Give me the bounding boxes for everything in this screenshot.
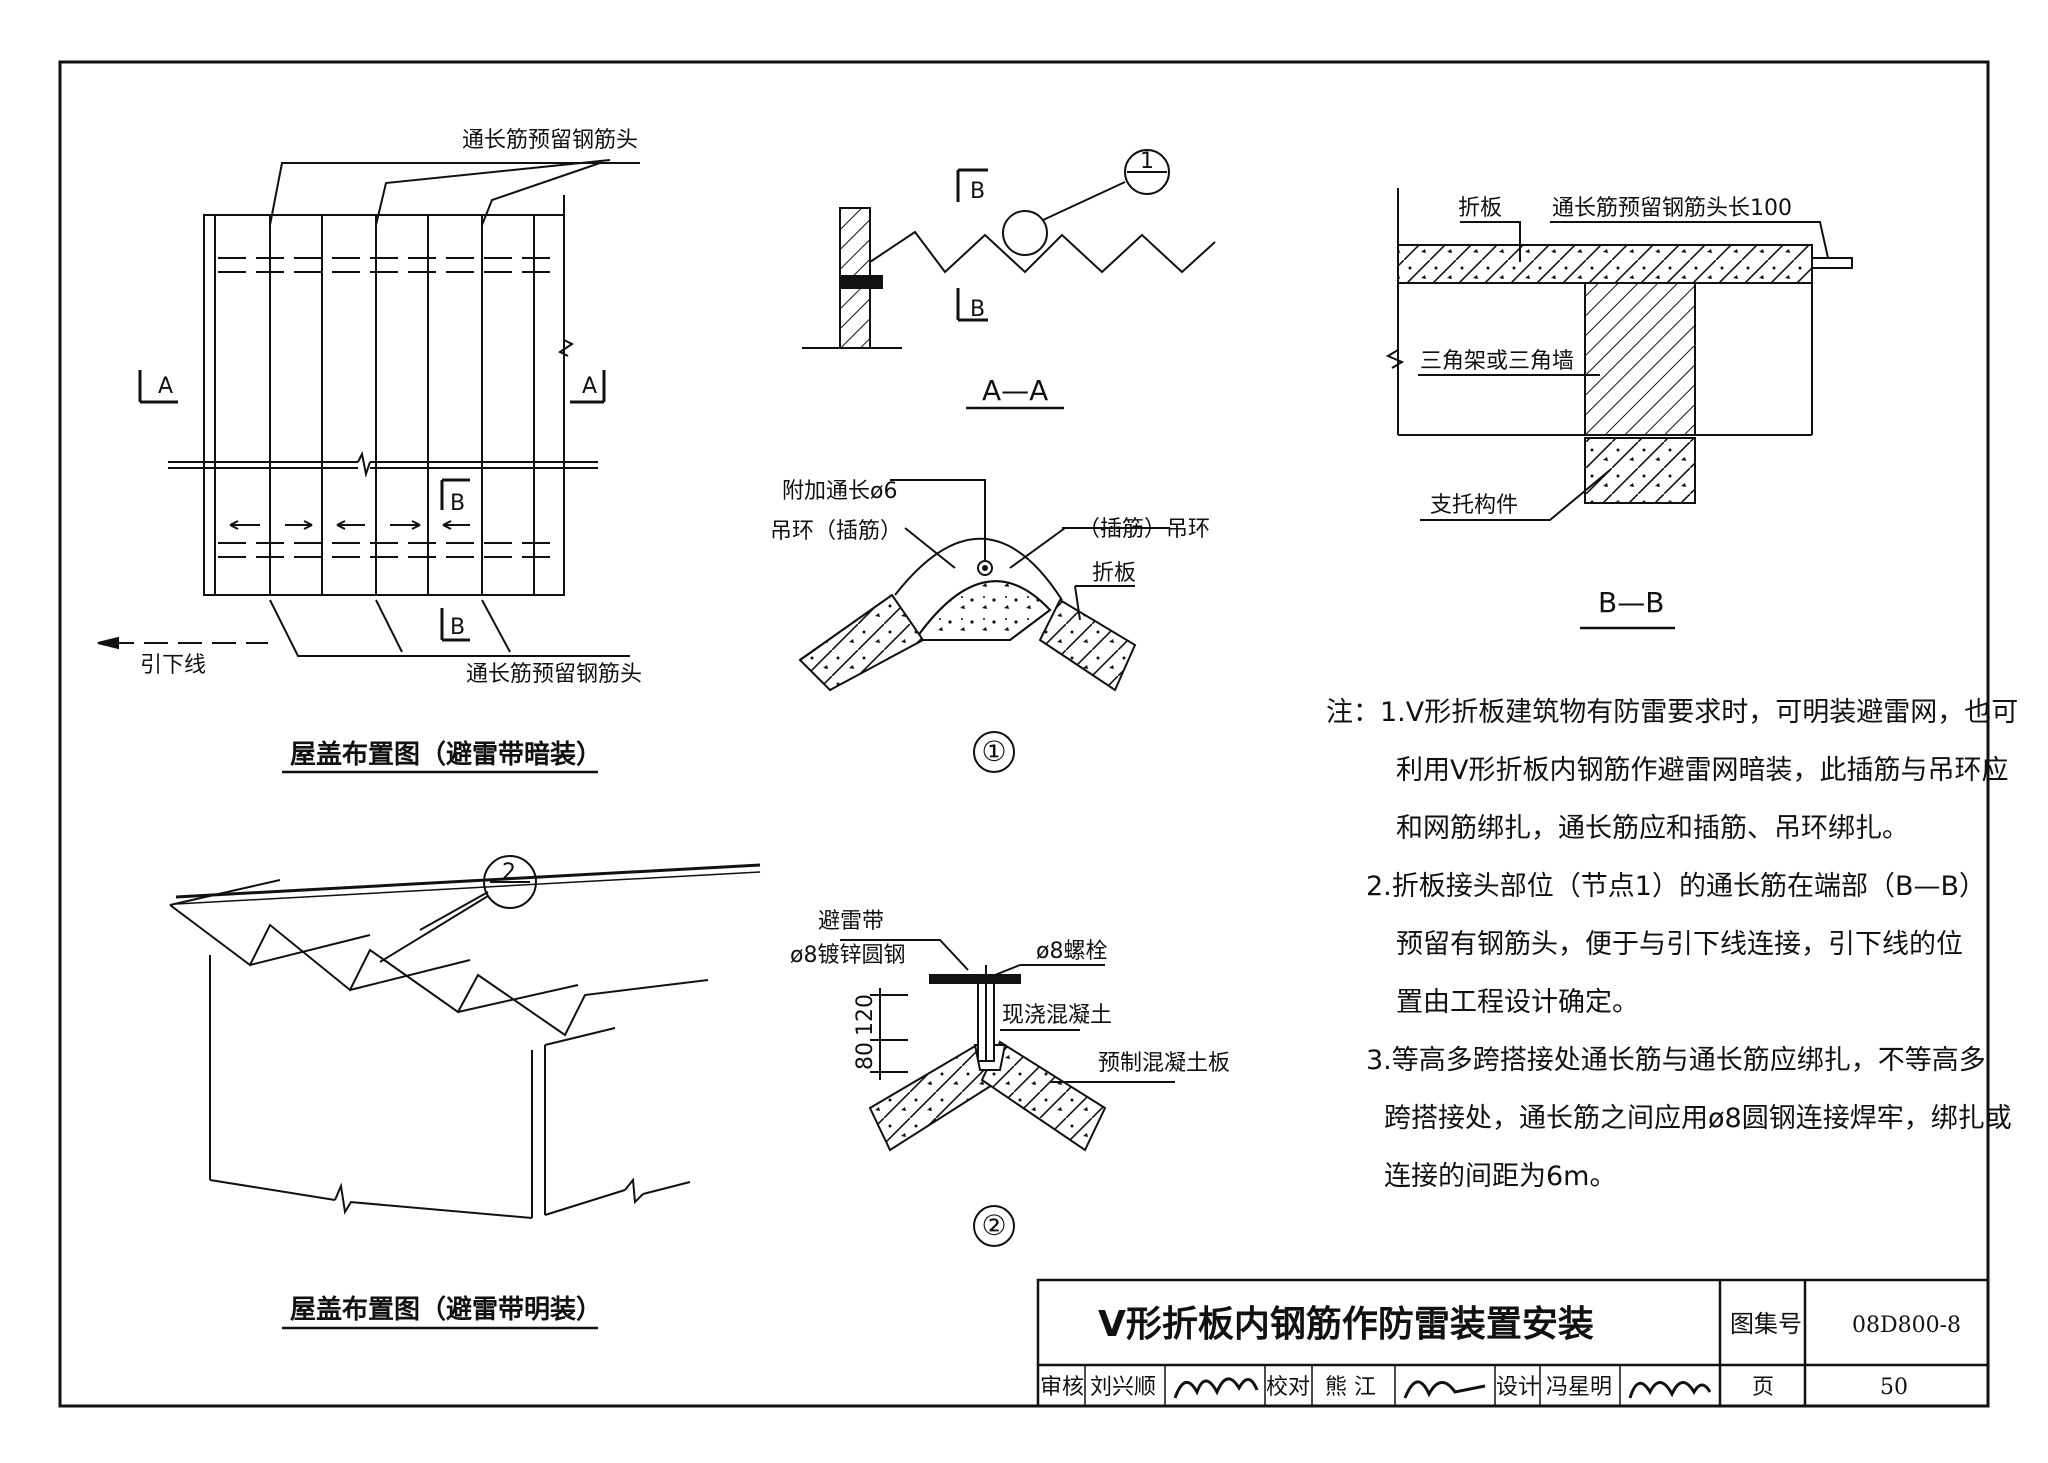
d2-cast-concrete: 现浇混凝土	[1002, 1003, 1112, 1028]
d1-additional-bar: 附加通长ø6	[782, 479, 897, 504]
down-lead-label: 引下线	[140, 653, 206, 678]
bb-caption: B—B	[1598, 586, 1664, 619]
section-aa	[802, 149, 1216, 410]
detail-2-caption: ②	[981, 1209, 1007, 1242]
plan-open-caption: 屋盖布置图（避雷带明装）	[290, 1294, 602, 1325]
detail-2	[840, 939, 1175, 1247]
note-3-line-1: 3.等高多跨搭接处通长筋与通长筋应绑扎，不等高多	[1366, 1045, 1986, 1076]
section-b-top: B	[450, 491, 465, 516]
section-bb	[1385, 188, 1853, 630]
note-2-line-2: 预留有钢筋头，便于与引下线连接，引下线的位	[1396, 929, 1963, 960]
note-1-line-1: 注：1.V形折板建筑物有防雷要求时，可明装避雷网，也可	[1326, 697, 2019, 728]
design-label: 设计	[1496, 1375, 1540, 1400]
note-2-line-3: 置由工程设计确定。	[1396, 987, 1639, 1018]
plan-top-label: 通长筋预留钢筋头	[462, 128, 638, 153]
checker-signature	[1403, 1380, 1486, 1399]
atlas-label: 图集号	[1730, 1310, 1802, 1338]
aa-section-b-top: B	[970, 179, 985, 204]
title-block	[1036, 1278, 1990, 1408]
page-no: 50	[1880, 1375, 1908, 1400]
d2-precast-slab: 预制混凝土板	[1098, 1051, 1230, 1076]
section-a-left: A	[158, 374, 173, 399]
section-b-bottom: B	[450, 615, 465, 640]
d1-ring-left: 吊环（插筋）	[770, 519, 902, 544]
bb-support: 支托构件	[1430, 493, 1518, 518]
plan-bottom-label: 通长筋预留钢筋头	[466, 662, 642, 687]
bb-folded-plate: 折板	[1458, 196, 1502, 221]
plan-open-install	[169, 855, 761, 1330]
section-aa-caption: A—A	[982, 374, 1048, 407]
aa-section-b-bottom: B	[970, 297, 985, 322]
d2-round-steel: ø8镀锌圆钢	[790, 943, 905, 968]
note-3-line-3: 连接的间距为6m。	[1384, 1161, 1617, 1192]
sheet-border	[58, 60, 1990, 1408]
d2-dim-120: 120	[853, 994, 878, 1036]
detail-1-ref: 1	[1140, 149, 1154, 174]
plan-dark-caption: 屋盖布置图（避雷带暗装）	[290, 739, 602, 770]
check-label: 校对	[1266, 1375, 1310, 1400]
designer: 冯星明	[1546, 1375, 1612, 1400]
d1-folded-plate: 折板	[1092, 561, 1136, 586]
section-a-right: A	[582, 374, 597, 399]
page-label: 页	[1752, 1375, 1774, 1400]
note-1-line-3: 和网筋绑扎，通长筋应和插筋、吊环绑扎。	[1396, 813, 1909, 844]
title: V形折板内钢筋作防雷装置安装	[1098, 1304, 1594, 1345]
bb-bar-stub: 通长筋预留钢筋头长100	[1552, 196, 1792, 221]
d2-dim-80: 80	[853, 1042, 878, 1070]
d1-ring-right: （插筋）吊环	[1078, 517, 1210, 542]
review-label: 审核	[1040, 1375, 1084, 1400]
reviewer: 刘兴顺	[1090, 1375, 1156, 1400]
note-2-line-1: 2.折板接头部位（节点1）的通长筋在端部（B—B）	[1366, 871, 1986, 902]
detail-2-ref: 2	[502, 860, 516, 885]
plan-dark-install	[97, 159, 640, 774]
checker: 熊 江	[1325, 1375, 1376, 1400]
detail-1-caption: ①	[981, 735, 1007, 768]
note-1-line-2: 利用V形折板内钢筋作避雷网暗装，此插筋与吊环应	[1396, 755, 2009, 786]
d2-lightning-belt: 避雷带	[818, 909, 884, 934]
detail-1	[798, 479, 1170, 773]
note-3-line-2: 跨搭接处，通长筋之间应用ø8圆钢连接焊牢，绑扎或	[1384, 1103, 2012, 1134]
designer-signature	[1628, 1381, 1712, 1399]
reviewer-signature	[1173, 1377, 1259, 1399]
bb-truss-wall: 三角架或三角墙	[1420, 349, 1574, 374]
d2-bolt: ø8螺栓	[1036, 939, 1107, 964]
atlas-no: 08D800-8	[1852, 1313, 1961, 1338]
